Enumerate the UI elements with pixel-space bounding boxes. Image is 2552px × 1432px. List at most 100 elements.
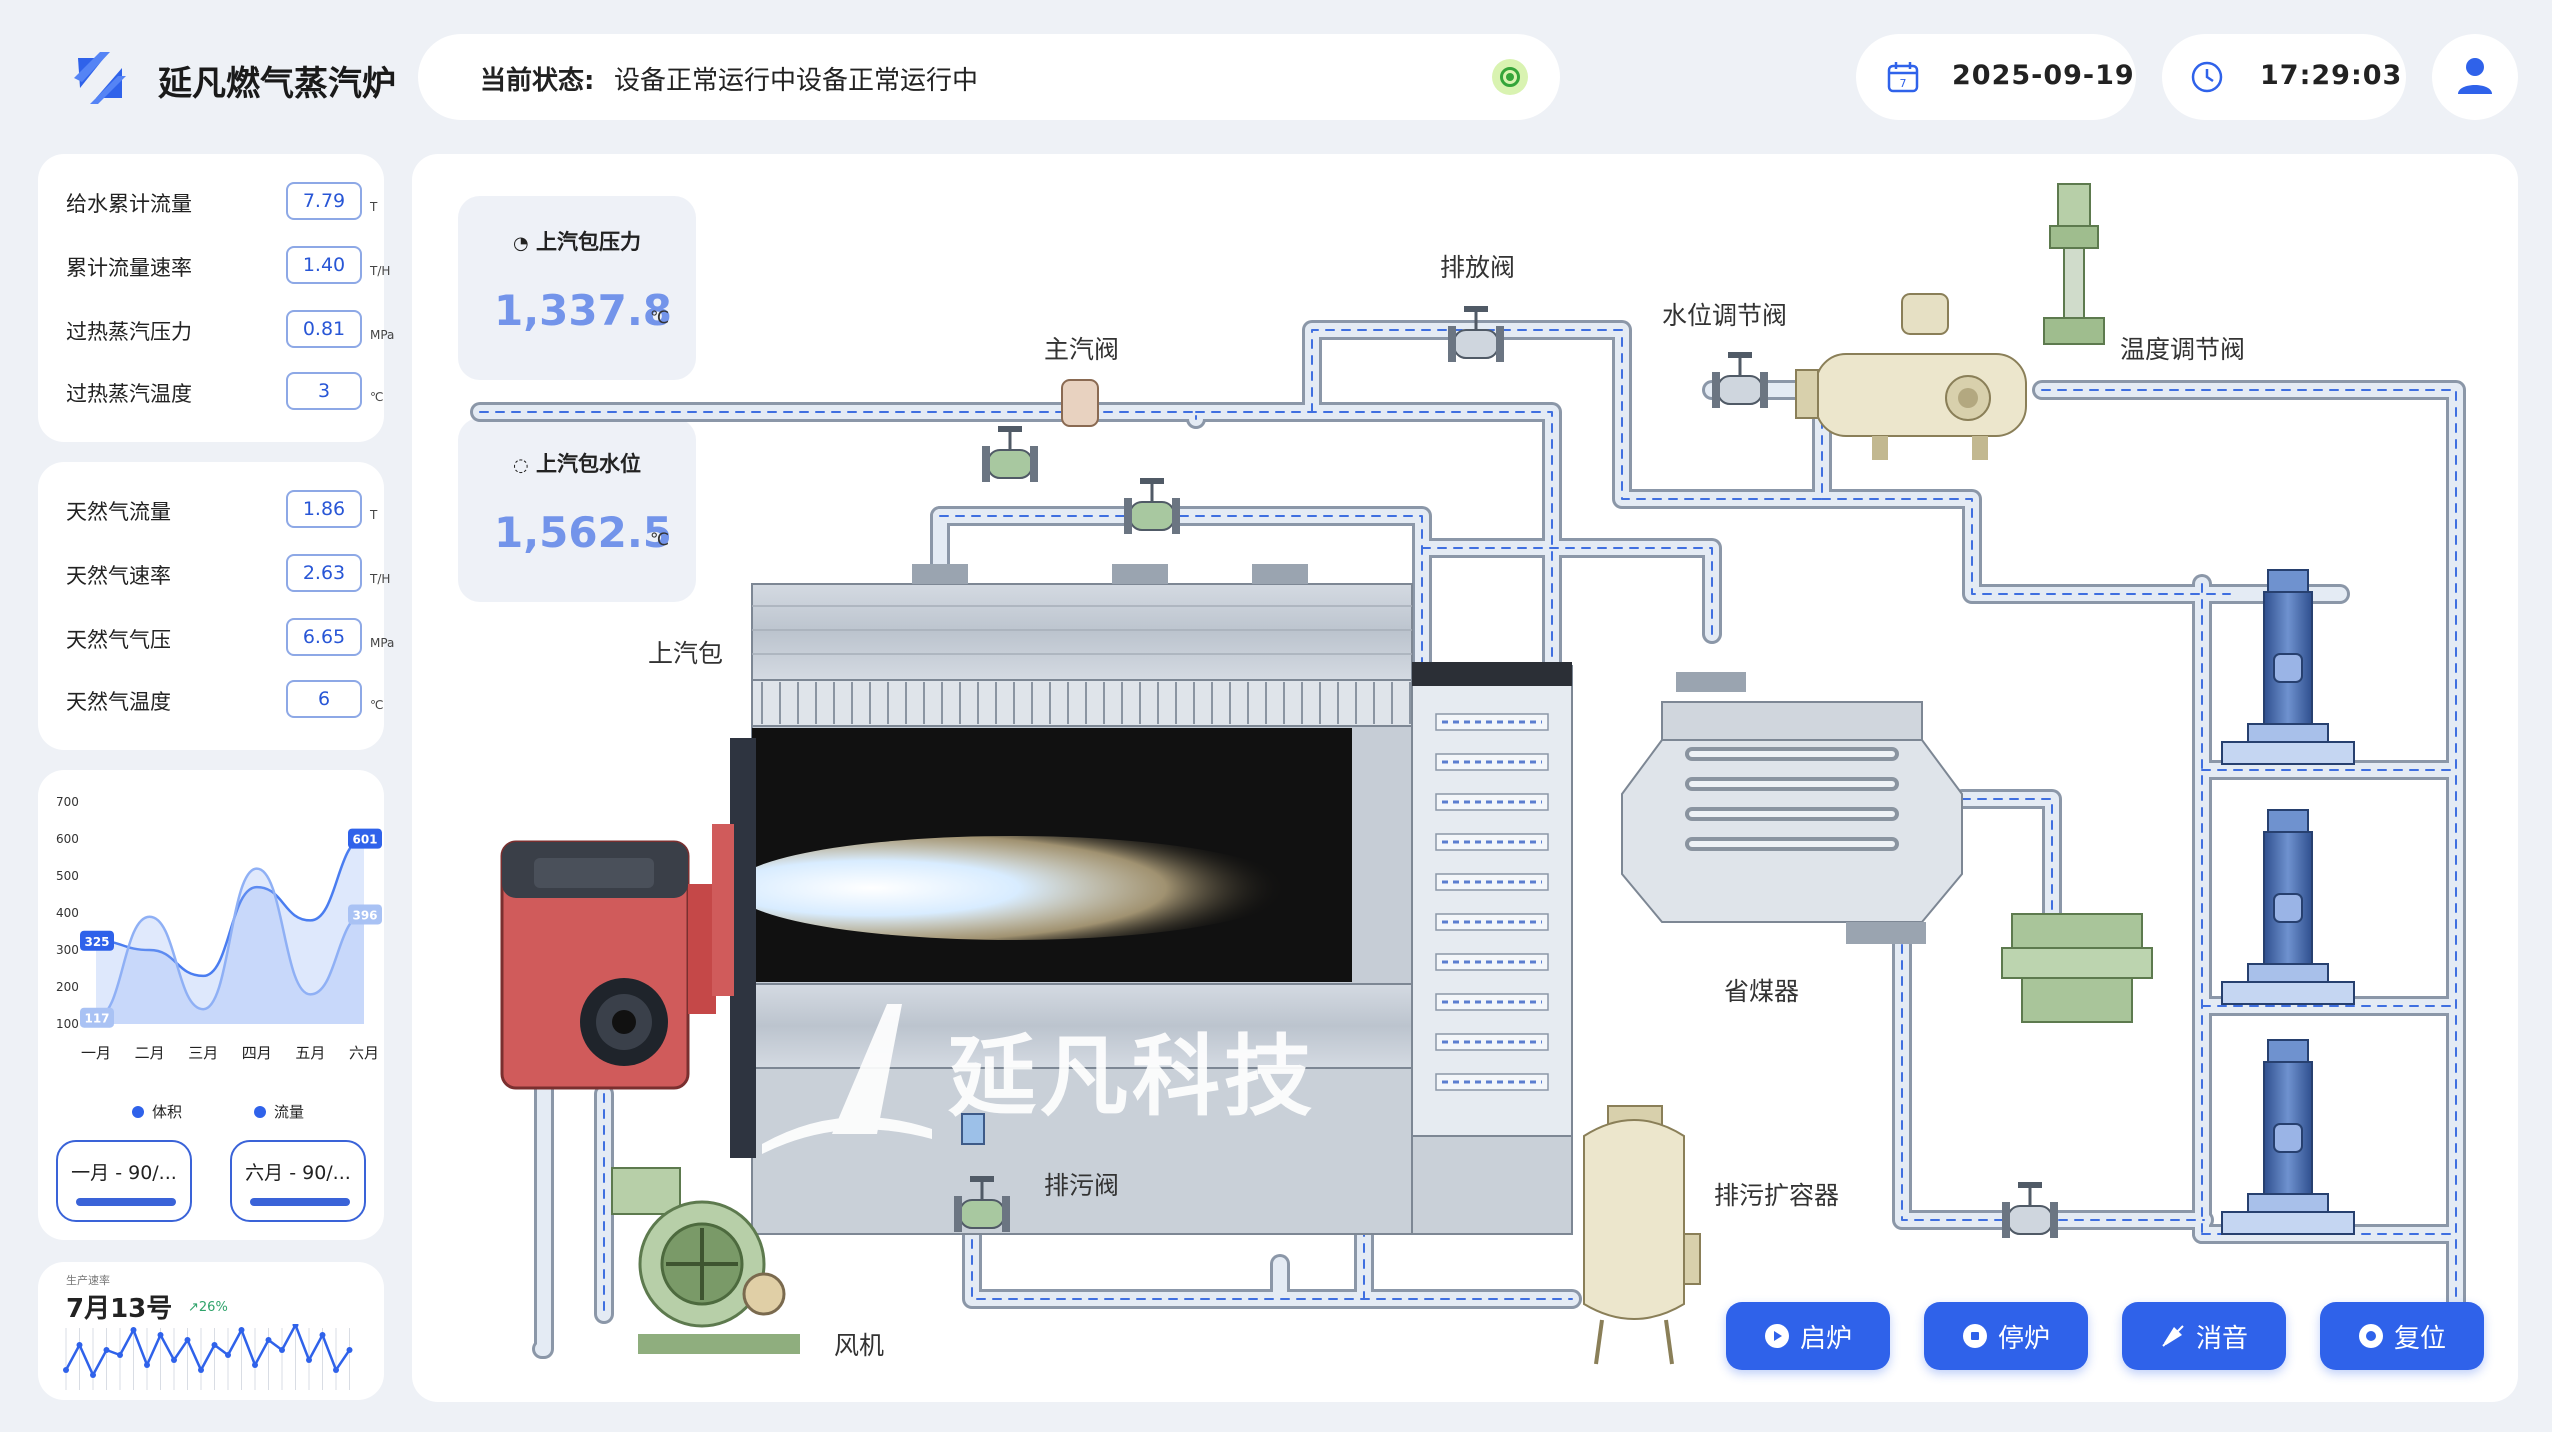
spark-point bbox=[157, 1332, 164, 1338]
fan-label: 风机 bbox=[834, 1331, 885, 1360]
data-label: 396 bbox=[352, 908, 377, 922]
clock-icon bbox=[2191, 61, 2223, 93]
x-tick-label: 四月 bbox=[242, 1044, 272, 1062]
reset-icon bbox=[2358, 1324, 2383, 1348]
gauge-icon: ◔ bbox=[512, 233, 529, 254]
economizer-label: 省煤器 bbox=[1724, 977, 1800, 1006]
spark-point bbox=[319, 1332, 326, 1338]
param-value: 1.86 bbox=[286, 490, 362, 528]
start-boiler-label: 启炉 bbox=[1799, 1323, 1852, 1354]
gas-params-panel: 天然气流量 1.86 T 天然气速率 2.63 T/H 天然气气压 6.65 M… bbox=[38, 462, 394, 750]
flame bbox=[732, 836, 1292, 940]
level-title: ◌ 上汽包水位 bbox=[458, 448, 696, 478]
blowdown-valve-label: 排污阀 bbox=[1044, 1171, 1120, 1200]
range-button-end[interactable]: 六月 - 90/... bbox=[230, 1140, 366, 1222]
spark-line bbox=[64, 1324, 351, 1378]
param-row: 天然气温度 6 ℃ bbox=[66, 680, 386, 720]
data-label: 325 bbox=[84, 935, 109, 949]
spark-point bbox=[292, 1324, 299, 1328]
blowdown-tank bbox=[1583, 1105, 1701, 1365]
mute-button[interactable]: 消音 bbox=[2122, 1302, 2286, 1370]
x-tick-label: 一月 bbox=[81, 1044, 111, 1062]
calendar-icon: 7 bbox=[1887, 62, 1919, 93]
spark-point bbox=[130, 1327, 137, 1333]
pipe-network bbox=[470, 320, 2466, 1359]
main-steam-valve-label: 主汽阀 bbox=[1044, 335, 1120, 364]
y-tick-label: 100 bbox=[56, 1017, 79, 1031]
temp-control-valve bbox=[2043, 183, 2105, 345]
param-value: 2.63 bbox=[286, 554, 362, 592]
spark-point bbox=[103, 1347, 110, 1353]
stop-boiler-button[interactable]: 停炉 bbox=[1924, 1302, 2088, 1370]
watermark-text: 延凡科技 bbox=[948, 1025, 1317, 1128]
watermark-logo bbox=[762, 1004, 932, 1154]
spark-point bbox=[90, 1372, 96, 1378]
production-rate-panel: 生产速率 7月13号 ↗26% bbox=[38, 1262, 384, 1400]
data-label-bg bbox=[80, 930, 114, 951]
param-row: 给水累计流量 7.79 T bbox=[66, 182, 386, 222]
spark-point bbox=[184, 1337, 191, 1343]
trend-chart: 700600500400300200100一月二月三月四月五月六月3251176… bbox=[56, 795, 382, 1121]
param-label: 天然气气压 bbox=[66, 628, 171, 652]
y-tick-label: 700 bbox=[56, 795, 79, 809]
data-label-bg bbox=[80, 1007, 114, 1028]
spark-point bbox=[279, 1347, 285, 1353]
param-label: 天然气流量 bbox=[66, 500, 171, 524]
spark-point bbox=[144, 1362, 150, 1368]
spark-point bbox=[238, 1327, 245, 1333]
level-value: 1,562.5 bbox=[494, 508, 673, 557]
spark-point bbox=[252, 1362, 258, 1368]
logo-icon bbox=[74, 52, 126, 104]
param-label: 累计流量速率 bbox=[66, 256, 192, 280]
status-bar: 当前状态: 设备正常运行中设备正常运行中 bbox=[418, 34, 1560, 120]
param-unit: MPa bbox=[370, 328, 395, 342]
spark-point bbox=[346, 1347, 353, 1353]
param-label: 过热蒸汽压力 bbox=[66, 320, 192, 344]
user-button[interactable] bbox=[2432, 34, 2518, 120]
discharge-valve-label: 排放阀 bbox=[1440, 253, 1516, 282]
valve-group bbox=[954, 306, 2058, 1238]
data-label: 601 bbox=[352, 833, 377, 847]
status-text: 设备正常运行中设备正常运行中 bbox=[614, 66, 979, 96]
production-title: 生产速率 bbox=[66, 1274, 110, 1287]
time-display: 17:29:03 bbox=[2162, 34, 2406, 120]
range-button-label: 一月 - 90/... bbox=[71, 1162, 177, 1184]
y-tick-label: 400 bbox=[56, 906, 79, 920]
water-level-valve-label: 水位调节阀 bbox=[1662, 301, 1788, 330]
param-value: 3 bbox=[286, 372, 362, 410]
legend-dot bbox=[254, 1106, 266, 1118]
date-display: 7 2025-09-19 bbox=[1856, 34, 2136, 120]
data-label-bg bbox=[348, 828, 382, 849]
reset-button[interactable]: 复位 bbox=[2320, 1302, 2484, 1370]
x-tick-label: 六月 bbox=[349, 1044, 379, 1062]
param-unit: ℃ bbox=[370, 390, 384, 404]
user-icon bbox=[2458, 58, 2492, 94]
param-label: 过热蒸汽温度 bbox=[66, 382, 192, 406]
level-gauge: ◌ 上汽包水位 1,562.5 ℃ bbox=[458, 418, 696, 602]
x-tick-label: 二月 bbox=[135, 1044, 165, 1062]
spark-point bbox=[265, 1337, 272, 1343]
blowdown-tank-label: 排污扩容器 bbox=[1714, 1181, 1840, 1210]
param-unit: MPa bbox=[370, 636, 395, 650]
param-value: 6 bbox=[286, 680, 362, 718]
legend-label: 体积 bbox=[152, 1103, 182, 1121]
param-unit: T bbox=[370, 200, 378, 214]
series-area bbox=[96, 838, 364, 1024]
mute-label: 消音 bbox=[2195, 1323, 2248, 1354]
app-title: 延凡燃气蒸汽炉 bbox=[158, 64, 396, 104]
droplet-icon: ◌ bbox=[512, 455, 529, 476]
production-trend-value: 26% bbox=[198, 1300, 228, 1315]
pressure-title: ◔ 上汽包压力 bbox=[458, 226, 696, 256]
start-boiler-button[interactable]: 启炉 bbox=[1726, 1302, 1890, 1370]
param-unit: T bbox=[370, 508, 378, 522]
production-sparkline bbox=[63, 1324, 353, 1390]
pressure-gauge: ◔ 上汽包压力 1,337.8 ℃ bbox=[458, 196, 696, 380]
status-label: 当前状态: bbox=[480, 66, 595, 96]
spark-point bbox=[171, 1357, 177, 1363]
range-button-start[interactable]: 一月 - 90/... bbox=[56, 1140, 192, 1222]
pressure-value: 1,337.8 bbox=[494, 286, 673, 335]
param-row: 累计流量速率 1.40 T/H bbox=[66, 246, 390, 286]
mute-icon bbox=[2162, 1325, 2184, 1347]
filter-tank bbox=[2001, 913, 2153, 1023]
